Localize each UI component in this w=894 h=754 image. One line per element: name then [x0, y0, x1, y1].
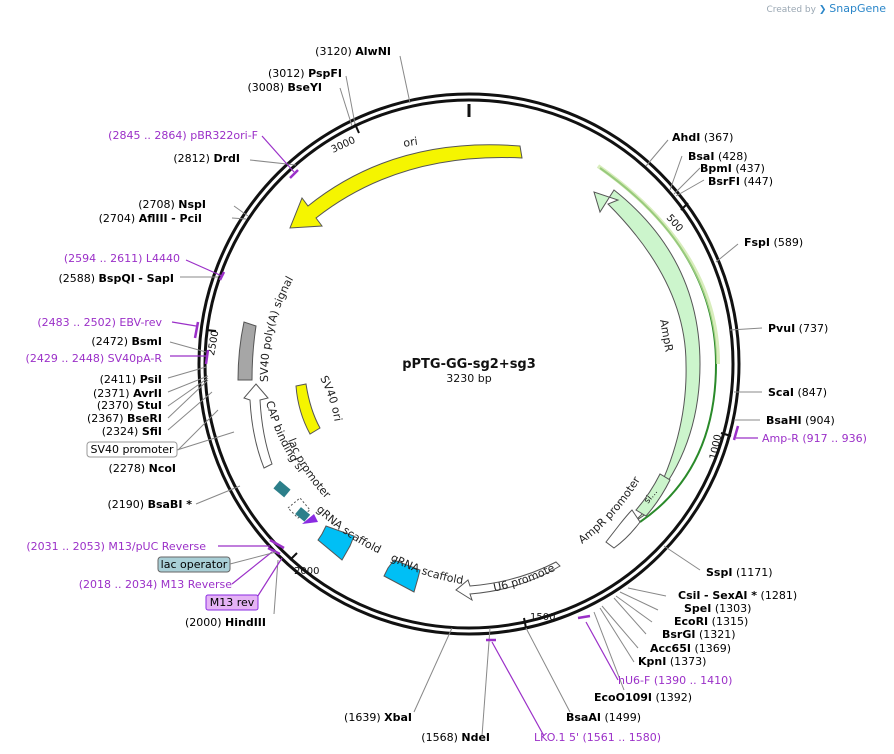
site-bsai[interactable]: BsaI (428): [688, 150, 748, 163]
site-ecori[interactable]: EcoRI (1315): [674, 615, 748, 628]
site-labels-left: (3120) AlwNI (3012) PspFI (3008) BseYI (…: [58, 45, 490, 744]
site-afliii[interactable]: (2704) AflIII - PciI: [99, 212, 202, 225]
site-xbai[interactable]: (1639) XbaI: [344, 711, 412, 724]
primer-m13-puc-reverse[interactable]: (2031 .. 2053) M13/pUC Reverse: [26, 540, 206, 553]
svg-text:SV40 ori: SV40 ori: [317, 374, 344, 423]
backbone-inner-ring: [203, 98, 735, 630]
site-kpni[interactable]: KpnI (1373): [638, 655, 706, 668]
backbone-outer-ring: [197, 92, 741, 636]
site-bsrfi[interactable]: BsrFI (447): [708, 175, 773, 188]
site-scai[interactable]: ScaI (847): [768, 386, 827, 399]
site-pspfi[interactable]: (3012) PspFI: [268, 67, 342, 80]
plasmid-name: pPTG-GG-sg2+sg3: [402, 357, 536, 372]
label-m13-rev[interactable]: M13 rev: [205, 594, 259, 611]
primer-m13-reverse[interactable]: (2018 .. 2034) M13 Reverse: [79, 578, 232, 591]
ring-label-1500: 1500: [530, 612, 555, 623]
ring-label-1000: 1000: [708, 433, 724, 460]
label-sv40-promoter[interactable]: SV40 promoter: [86, 441, 178, 458]
plasmid-size: 3230 bp: [446, 372, 491, 385]
boxed-labels: SV40 promoter lac operator M13 rev: [86, 431, 277, 611]
site-acc65i[interactable]: Acc65I (1369): [650, 642, 731, 655]
feature-ori[interactable]: ori: [289, 135, 523, 229]
site-psii[interactable]: (2411) PsiI: [100, 373, 162, 386]
feature-sv40-polya[interactable]: SV40 poly(A) signal: [237, 274, 296, 382]
svg-text:ori: ori: [402, 135, 418, 150]
snapgene-brand: Created by ❯ SnapGene: [766, 2, 886, 15]
snapgene-logo-icon: ❯: [818, 5, 827, 15]
site-ecoo109i[interactable]: EcoO109I (1392): [594, 691, 692, 704]
site-ncoi[interactable]: (2278) NcoI: [109, 462, 176, 475]
svg-text:M13 rev: M13 rev: [210, 596, 255, 609]
primer-amp-r[interactable]: Amp-R (917 .. 936): [762, 432, 867, 445]
site-ndei[interactable]: (1568) NdeI: [421, 731, 490, 744]
site-ahdi[interactable]: AhdI (367): [672, 131, 733, 144]
svg-text:lac operator: lac operator: [161, 558, 228, 571]
svg-text:AmpR promoter: AmpR promoter: [576, 474, 643, 547]
feature-label-sv40ori: SV40 ori: [317, 374, 344, 423]
primer-pbr322ori-f[interactable]: (2845 .. 2864) pBR322ori-F: [108, 129, 258, 142]
primer-ebv-rev[interactable]: (2483 .. 2502) EBV-rev: [37, 316, 162, 329]
feature-ampr[interactable]: AmpR: [593, 164, 720, 523]
site-drdi[interactable]: (2812) DrdI: [173, 152, 240, 165]
primer-sv40pa-r[interactable]: (2429 .. 2448) SV40pA-R: [26, 352, 163, 365]
primer-labels: (2845 .. 2864) pBR322ori-F (2594 .. 2611…: [26, 129, 867, 744]
svg-text:SV40 promoter: SV40 promoter: [90, 443, 174, 456]
feature-grna-scaffold-2[interactable]: gRNA scaffold: [383, 551, 464, 593]
site-fspi[interactable]: FspI (589): [744, 236, 803, 249]
primer-lko1-5[interactable]: LKO.1 5' (1561 .. 1580): [534, 731, 661, 744]
site-pvui[interactable]: PvuI (737): [768, 322, 828, 335]
ring-label-2500: 2500: [206, 330, 221, 357]
svg-text:SV40 poly(A) signal: SV40 poly(A) signal: [258, 274, 296, 382]
feature-sv40-ori[interactable]: SV40 ori: [295, 374, 344, 435]
primer-hu6-f[interactable]: hU6-F (1390 .. 1410): [618, 674, 732, 687]
feature-ampr-promoter[interactable]: AmpR promoter: [576, 474, 643, 549]
ring-label-2000: 2000: [294, 566, 319, 577]
site-bsmi[interactable]: (2472) BsmI: [91, 335, 162, 348]
site-csii[interactable]: CsiI - SexAI * (1281): [678, 589, 797, 602]
site-bpmi[interactable]: BpmI (437): [700, 162, 765, 175]
primer-l4440[interactable]: (2594 .. 2611) L4440: [64, 252, 180, 265]
site-nspi[interactable]: (2708) NspI: [138, 198, 206, 211]
site-bspqi[interactable]: (2588) BspQI - SapI: [58, 272, 174, 285]
site-bsahi[interactable]: BsaHI (904): [766, 414, 835, 427]
site-labels-right: BsaAI (1499) EcoO109I (1392) KpnI (1373)…: [566, 131, 835, 724]
feature-label-ori: ori: [402, 135, 418, 150]
lac-operator-leader: [229, 551, 277, 565]
brand-name: SnapGene: [829, 2, 886, 15]
primer-leaders: [170, 135, 758, 737]
site-bseyi[interactable]: (3008) BseYI: [247, 81, 322, 94]
site-avrii[interactable]: (2371) AvrII: [93, 387, 162, 400]
site-bsrgi[interactable]: BsrGI (1321): [662, 628, 736, 641]
site-spei[interactable]: SpeI (1303): [684, 602, 751, 615]
feature-label-ampr: AmpR: [657, 318, 676, 353]
site-stui[interactable]: (2370) StuI: [97, 399, 162, 412]
position-ticks: [205, 123, 732, 629]
site-sfii[interactable]: (2324) SfiI: [102, 425, 162, 438]
site-leaders: [167, 55, 763, 737]
site-bseri[interactable]: (2367) BseRI: [87, 412, 162, 425]
site-hindiii[interactable]: (2000) HindIII: [185, 616, 266, 629]
label-lac-operator[interactable]: lac operator: [157, 556, 231, 573]
created-by-text: Created by: [766, 5, 816, 15]
feature-label-sv40pa: SV40 poly(A) signal: [258, 274, 296, 382]
feature-grna-scaffold-1[interactable]: gRNA scaffold: [314, 503, 383, 561]
site-sspi[interactable]: SspI (1171): [706, 566, 773, 579]
feature-label-amppro: AmpR promoter: [576, 474, 643, 547]
site-alwni[interactable]: (3120) AlwNI: [315, 45, 391, 58]
site-bsabi[interactable]: (2190) BsaBI *: [108, 498, 193, 511]
sv40-promoter-leader: [176, 431, 235, 451]
site-bsaai[interactable]: BsaAI (1499): [566, 711, 641, 724]
